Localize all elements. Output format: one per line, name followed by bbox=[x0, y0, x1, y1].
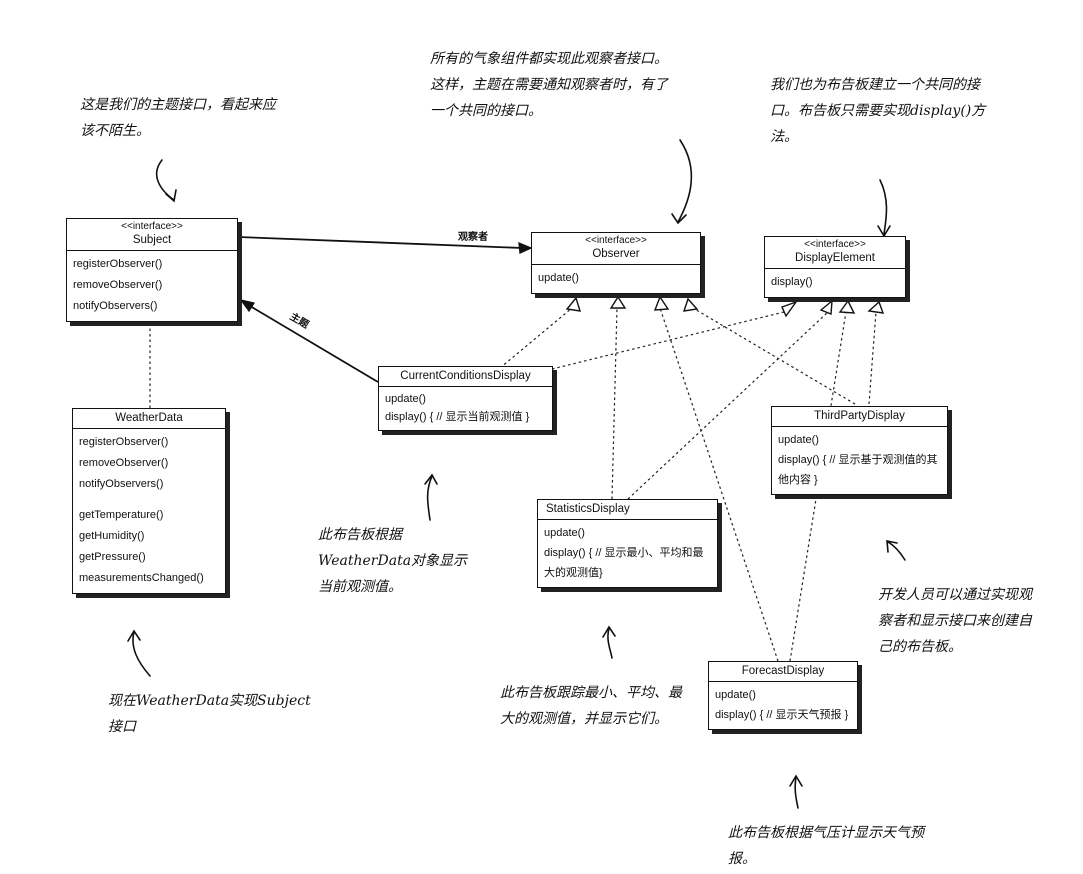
thirdparty-method: display() { // 显示基于观测值的其他内容 } bbox=[778, 454, 938, 486]
realization-triangle-display-1 bbox=[781, 300, 798, 318]
statistics-display-box: StatisticsDisplay update() display() { /… bbox=[537, 499, 718, 588]
current-class-name: CurrentConditionsDisplay bbox=[400, 370, 531, 382]
current-method: update() bbox=[385, 393, 426, 405]
arrowhead-observer bbox=[518, 241, 533, 254]
note-arrow-weather bbox=[132, 631, 151, 677]
forecast-method: display() { // 显示天气预报 } bbox=[715, 709, 849, 721]
realization-triangle-observer-2 bbox=[609, 295, 627, 309]
subject-method: removeObserver() bbox=[73, 279, 163, 291]
weather-method: getHumidity() bbox=[79, 530, 145, 542]
note-current-conditions: 此布告板根据WeatherData对象显示当前观测值。 bbox=[318, 527, 468, 595]
realization-triangle-display-3 bbox=[838, 299, 856, 314]
realization-triangle-display-4 bbox=[867, 300, 885, 314]
subject-interface-box: <<interface>> Subject registerObserver()… bbox=[66, 218, 238, 322]
subject-stereotype: <<interface>> bbox=[121, 221, 183, 232]
subject-class-name: Subject bbox=[132, 234, 172, 246]
observer-interface-box: <<interface>> Observer update() bbox=[531, 232, 701, 294]
note-display-interface: 我们也为布告板建立一个共同的接口。布告板只需要实现display()方法。 bbox=[770, 77, 986, 145]
note-weather-data: 现在WeatherData实现Subject接口 bbox=[108, 693, 311, 735]
note-arrow-display bbox=[879, 179, 888, 235]
third-party-display-box: ThirdPartyDisplay update() display() { /… bbox=[771, 406, 948, 495]
forecast-class-name: ForecastDisplay bbox=[741, 665, 825, 677]
observer-stereotype: <<interface>> bbox=[585, 235, 647, 246]
subject-method: notifyObservers() bbox=[73, 300, 158, 312]
current-method: display() { // 显示当前观测值 } bbox=[385, 411, 530, 423]
realization-triangle-observer-3 bbox=[653, 295, 670, 311]
weather-data-box: WeatherData registerObserver() removeObs… bbox=[72, 408, 226, 594]
current-conditions-display-box: CurrentConditionsDisplay update() displa… bbox=[378, 366, 553, 431]
display-element-class-name: DisplayElement bbox=[795, 252, 875, 264]
subject-method: registerObserver() bbox=[73, 258, 163, 270]
display-element-stereotype: <<interface>> bbox=[804, 239, 866, 250]
note-observer-interface: 所有的气象组件都实现此观察者接口。这样，主题在需要通知观察者时，有了一个共同的接… bbox=[430, 51, 668, 119]
realization-triangle-display-2 bbox=[819, 299, 833, 316]
note-forecast: 此布告板根据气压计显示天气预报。 bbox=[728, 825, 924, 867]
realization-triangle-observer-4 bbox=[682, 297, 699, 312]
display-element-interface-box: <<interface>> DisplayElement display() bbox=[764, 236, 906, 298]
assoc-subject-observer bbox=[237, 236, 523, 249]
note-arrow-thirdparty bbox=[887, 541, 906, 561]
note-third-party: 开发人员可以通过实现观察者和显示接口来创建自己的布告板。 bbox=[878, 587, 1032, 655]
display-element-method: display() bbox=[771, 276, 813, 288]
weather-method: getTemperature() bbox=[79, 509, 164, 521]
weather-method: measurementsChanged() bbox=[79, 572, 204, 584]
arrowhead-subject bbox=[239, 298, 256, 313]
observer-class-name: Observer bbox=[592, 248, 640, 260]
note-arrow-current bbox=[426, 475, 433, 521]
weather-class-name: WeatherData bbox=[115, 412, 183, 424]
note-arrow-statistics bbox=[607, 627, 613, 659]
assoc-current-subject bbox=[249, 305, 379, 383]
note-arrow-observer bbox=[677, 139, 693, 223]
weather-method: registerObserver() bbox=[79, 436, 169, 448]
weather-method: removeObserver() bbox=[79, 457, 169, 469]
realization-triangle-observer-1 bbox=[565, 296, 581, 312]
observer-method: update() bbox=[538, 272, 579, 284]
note-arrow-forecast bbox=[794, 776, 799, 809]
observers-association-label: 观察者 bbox=[458, 232, 488, 243]
thirdparty-class-name: ThirdPartyDisplay bbox=[814, 410, 905, 422]
forecast-display-box: ForecastDisplay update() display() { // … bbox=[708, 661, 858, 730]
thirdparty-method: update() bbox=[778, 434, 819, 446]
note-subject-interface: 这是我们的主题接口，看起来应该不陌生。 bbox=[80, 97, 276, 139]
statistics-method: display() { // 显示最小、平均和最大的观测值} bbox=[544, 547, 704, 579]
statistics-method: update() bbox=[544, 527, 585, 539]
note-statistics: 此布告板跟踪最小、平均、最大的观测值，并显示它们。 bbox=[500, 685, 682, 727]
forecast-method: update() bbox=[715, 689, 756, 701]
statistics-class-name: StatisticsDisplay bbox=[546, 503, 630, 515]
weather-method: getPressure() bbox=[79, 551, 146, 563]
weather-method: notifyObservers() bbox=[79, 478, 164, 490]
